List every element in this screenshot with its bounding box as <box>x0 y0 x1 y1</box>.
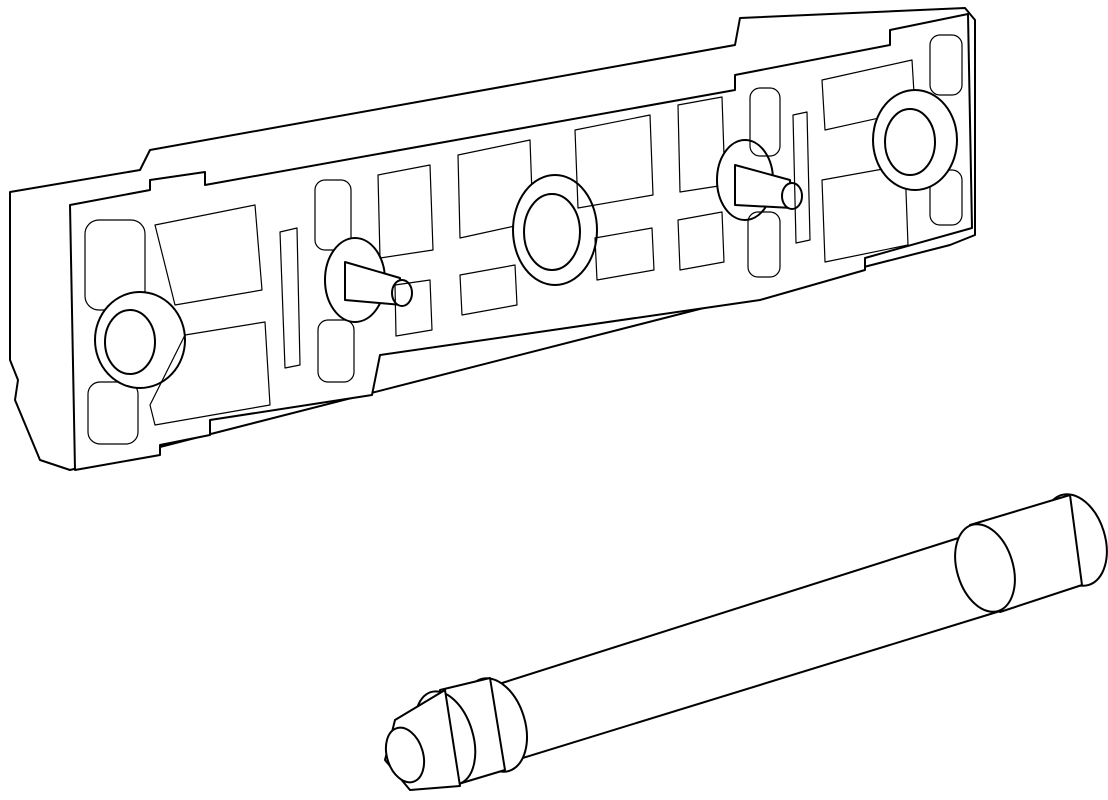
plate-pocket <box>594 227 655 281</box>
plate-center-hole <box>523 193 581 271</box>
pin-body <box>479 527 1011 766</box>
plate-locating-pin-tip <box>391 279 413 307</box>
plate-pocket <box>574 114 654 209</box>
plate-port-hole <box>884 108 936 176</box>
plate-pocket <box>821 164 909 263</box>
plate-pocket <box>747 211 781 278</box>
pin-ring <box>954 523 1016 613</box>
plate-pocket <box>154 204 263 306</box>
plate-slot <box>792 111 811 244</box>
pin-tip-face <box>384 726 426 784</box>
plate-pocket <box>394 279 433 337</box>
plate-slot <box>279 227 301 369</box>
plate-pocket <box>459 264 518 316</box>
plate-locating-pin-tip <box>781 182 803 210</box>
plate-port-hole <box>104 309 156 375</box>
connecting-pin <box>384 493 1108 791</box>
plate-pocket <box>929 34 963 96</box>
plate-pocket <box>87 381 139 445</box>
plate-pocket <box>677 211 725 271</box>
plate-pocket <box>749 87 781 157</box>
plate-pocket <box>317 319 355 383</box>
plate-pocket <box>377 164 434 259</box>
plate-pocket <box>149 321 271 426</box>
sub-base-plate <box>9 7 976 471</box>
